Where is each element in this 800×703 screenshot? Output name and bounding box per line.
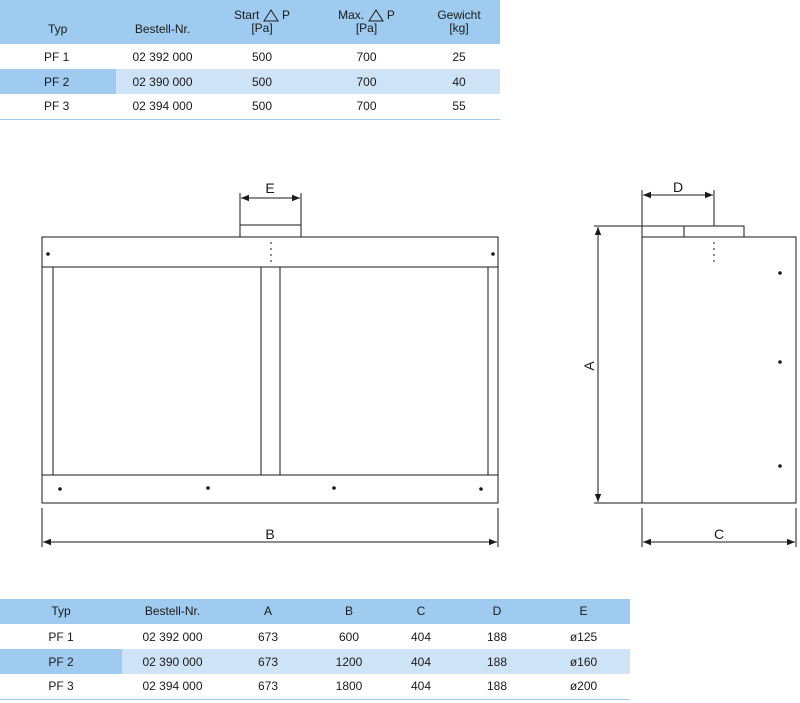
delta-triangle-icon	[367, 9, 384, 22]
header-typ: Typ	[0, 0, 116, 44]
front-middle-post	[260, 266, 281, 476]
cell-typ: PF 2	[0, 69, 116, 94]
cell-typ: PF 1	[48, 629, 74, 644]
header-d: D	[457, 599, 537, 624]
header-bestell-nr: Bestell-Nr.	[122, 599, 223, 624]
cell-typ: PF 3	[0, 94, 116, 120]
cell-bestell: 02 394 000	[116, 94, 209, 120]
table-row: PF 2 02 390 000 500 700 40	[0, 69, 500, 94]
cell-start: 500	[209, 69, 315, 94]
front-left-post	[41, 266, 54, 476]
cell-c: 404	[385, 674, 457, 700]
label-c: C	[714, 526, 724, 542]
cell-b: 1200	[313, 649, 385, 674]
cell-typ: PF 1	[44, 49, 70, 64]
rivet	[778, 360, 782, 364]
cell-start: 500	[209, 94, 315, 120]
rivet	[332, 486, 336, 490]
cell-max: 700	[315, 94, 418, 120]
cell-d: 188	[457, 674, 537, 700]
front-view	[41, 193, 499, 547]
label-e: E	[265, 180, 274, 196]
label-d: D	[673, 179, 683, 195]
cell-a: 673	[257, 629, 279, 644]
table-row: PF 2 02 390 000 673 1200 404 188 ø160	[0, 649, 630, 674]
cell-max: 700	[356, 49, 377, 64]
cell-b: 1800	[313, 674, 385, 700]
rivet	[491, 252, 495, 256]
cell-e: ø160	[537, 649, 630, 674]
cell-bestell: 02 392 000	[132, 49, 193, 64]
cell-e: ø200	[537, 674, 630, 700]
delta-triangle-icon	[262, 9, 279, 22]
cell-b: 600	[338, 629, 360, 644]
cell-a: 673	[223, 649, 313, 674]
cell-c: 404	[385, 649, 457, 674]
rivet	[58, 487, 62, 491]
table-row: PF 1 02 392 000 673 600 404 188 ø125	[0, 624, 630, 649]
header-start-delta-p: Start P [Pa]	[209, 0, 315, 44]
front-bottom-rail	[41, 474, 499, 504]
cell-e: ø125	[569, 629, 598, 644]
cell-gewicht: 25	[452, 49, 466, 64]
dimensions-table: Typ Bestell-Nr. A B C D E PF 1 02 392 00…	[0, 599, 630, 700]
cell-bestell: 02 390 000	[116, 69, 209, 94]
table-header-row: Typ Bestell-Nr. A B C D E	[0, 599, 630, 624]
cell-typ: PF 3	[0, 674, 122, 700]
cell-c: 404	[410, 629, 432, 644]
front-top-rail	[41, 236, 499, 268]
table-row: PF 3 02 394 000 500 700 55	[0, 94, 500, 120]
cell-start: 500	[251, 49, 273, 64]
table-header-row: Typ Bestell-Nr. Start P [Pa] Max. P	[0, 0, 500, 44]
header-gewicht: Gewicht [kg]	[418, 0, 500, 44]
cell-max: 700	[315, 69, 418, 94]
header-a: A	[223, 599, 313, 624]
rivet	[46, 252, 50, 256]
header-max-delta-p: Max. P [Pa]	[315, 0, 418, 44]
side-body	[641, 236, 797, 504]
cell-d: 188	[486, 629, 508, 644]
rivet	[206, 486, 210, 490]
cell-gewicht: 55	[418, 94, 500, 120]
header-typ: Typ	[0, 599, 122, 624]
header-e: E	[537, 599, 630, 624]
pressure-weight-table: Typ Bestell-Nr. Start P [Pa] Max. P	[0, 0, 500, 120]
label-b: B	[265, 526, 274, 542]
cell-bestell: 02 394 000	[122, 674, 223, 700]
cell-typ: PF 2	[0, 649, 122, 674]
cell-gewicht: 40	[418, 69, 500, 94]
cell-d: 188	[457, 649, 537, 674]
cell-bestell: 02 390 000	[122, 649, 223, 674]
rivet	[479, 487, 483, 491]
front-collar	[239, 224, 302, 238]
table-row: PF 3 02 394 000 673 1800 404 188 ø200	[0, 674, 630, 700]
header-bestell-nr: Bestell-Nr.	[116, 0, 209, 44]
header-c: C	[385, 599, 457, 624]
cell-bestell: 02 392 000	[142, 629, 203, 644]
header-b: B	[313, 599, 385, 624]
label-a: A	[581, 361, 597, 371]
rivet	[778, 271, 782, 275]
rivet	[778, 464, 782, 468]
table-row: PF 1 02 392 000 500 700 25	[0, 44, 500, 69]
side-collar	[683, 225, 745, 238]
front-right-post	[487, 266, 499, 476]
side-rivets	[778, 271, 782, 468]
cell-a: 673	[223, 674, 313, 700]
side-view	[594, 190, 797, 547]
front-rivets	[46, 252, 495, 491]
